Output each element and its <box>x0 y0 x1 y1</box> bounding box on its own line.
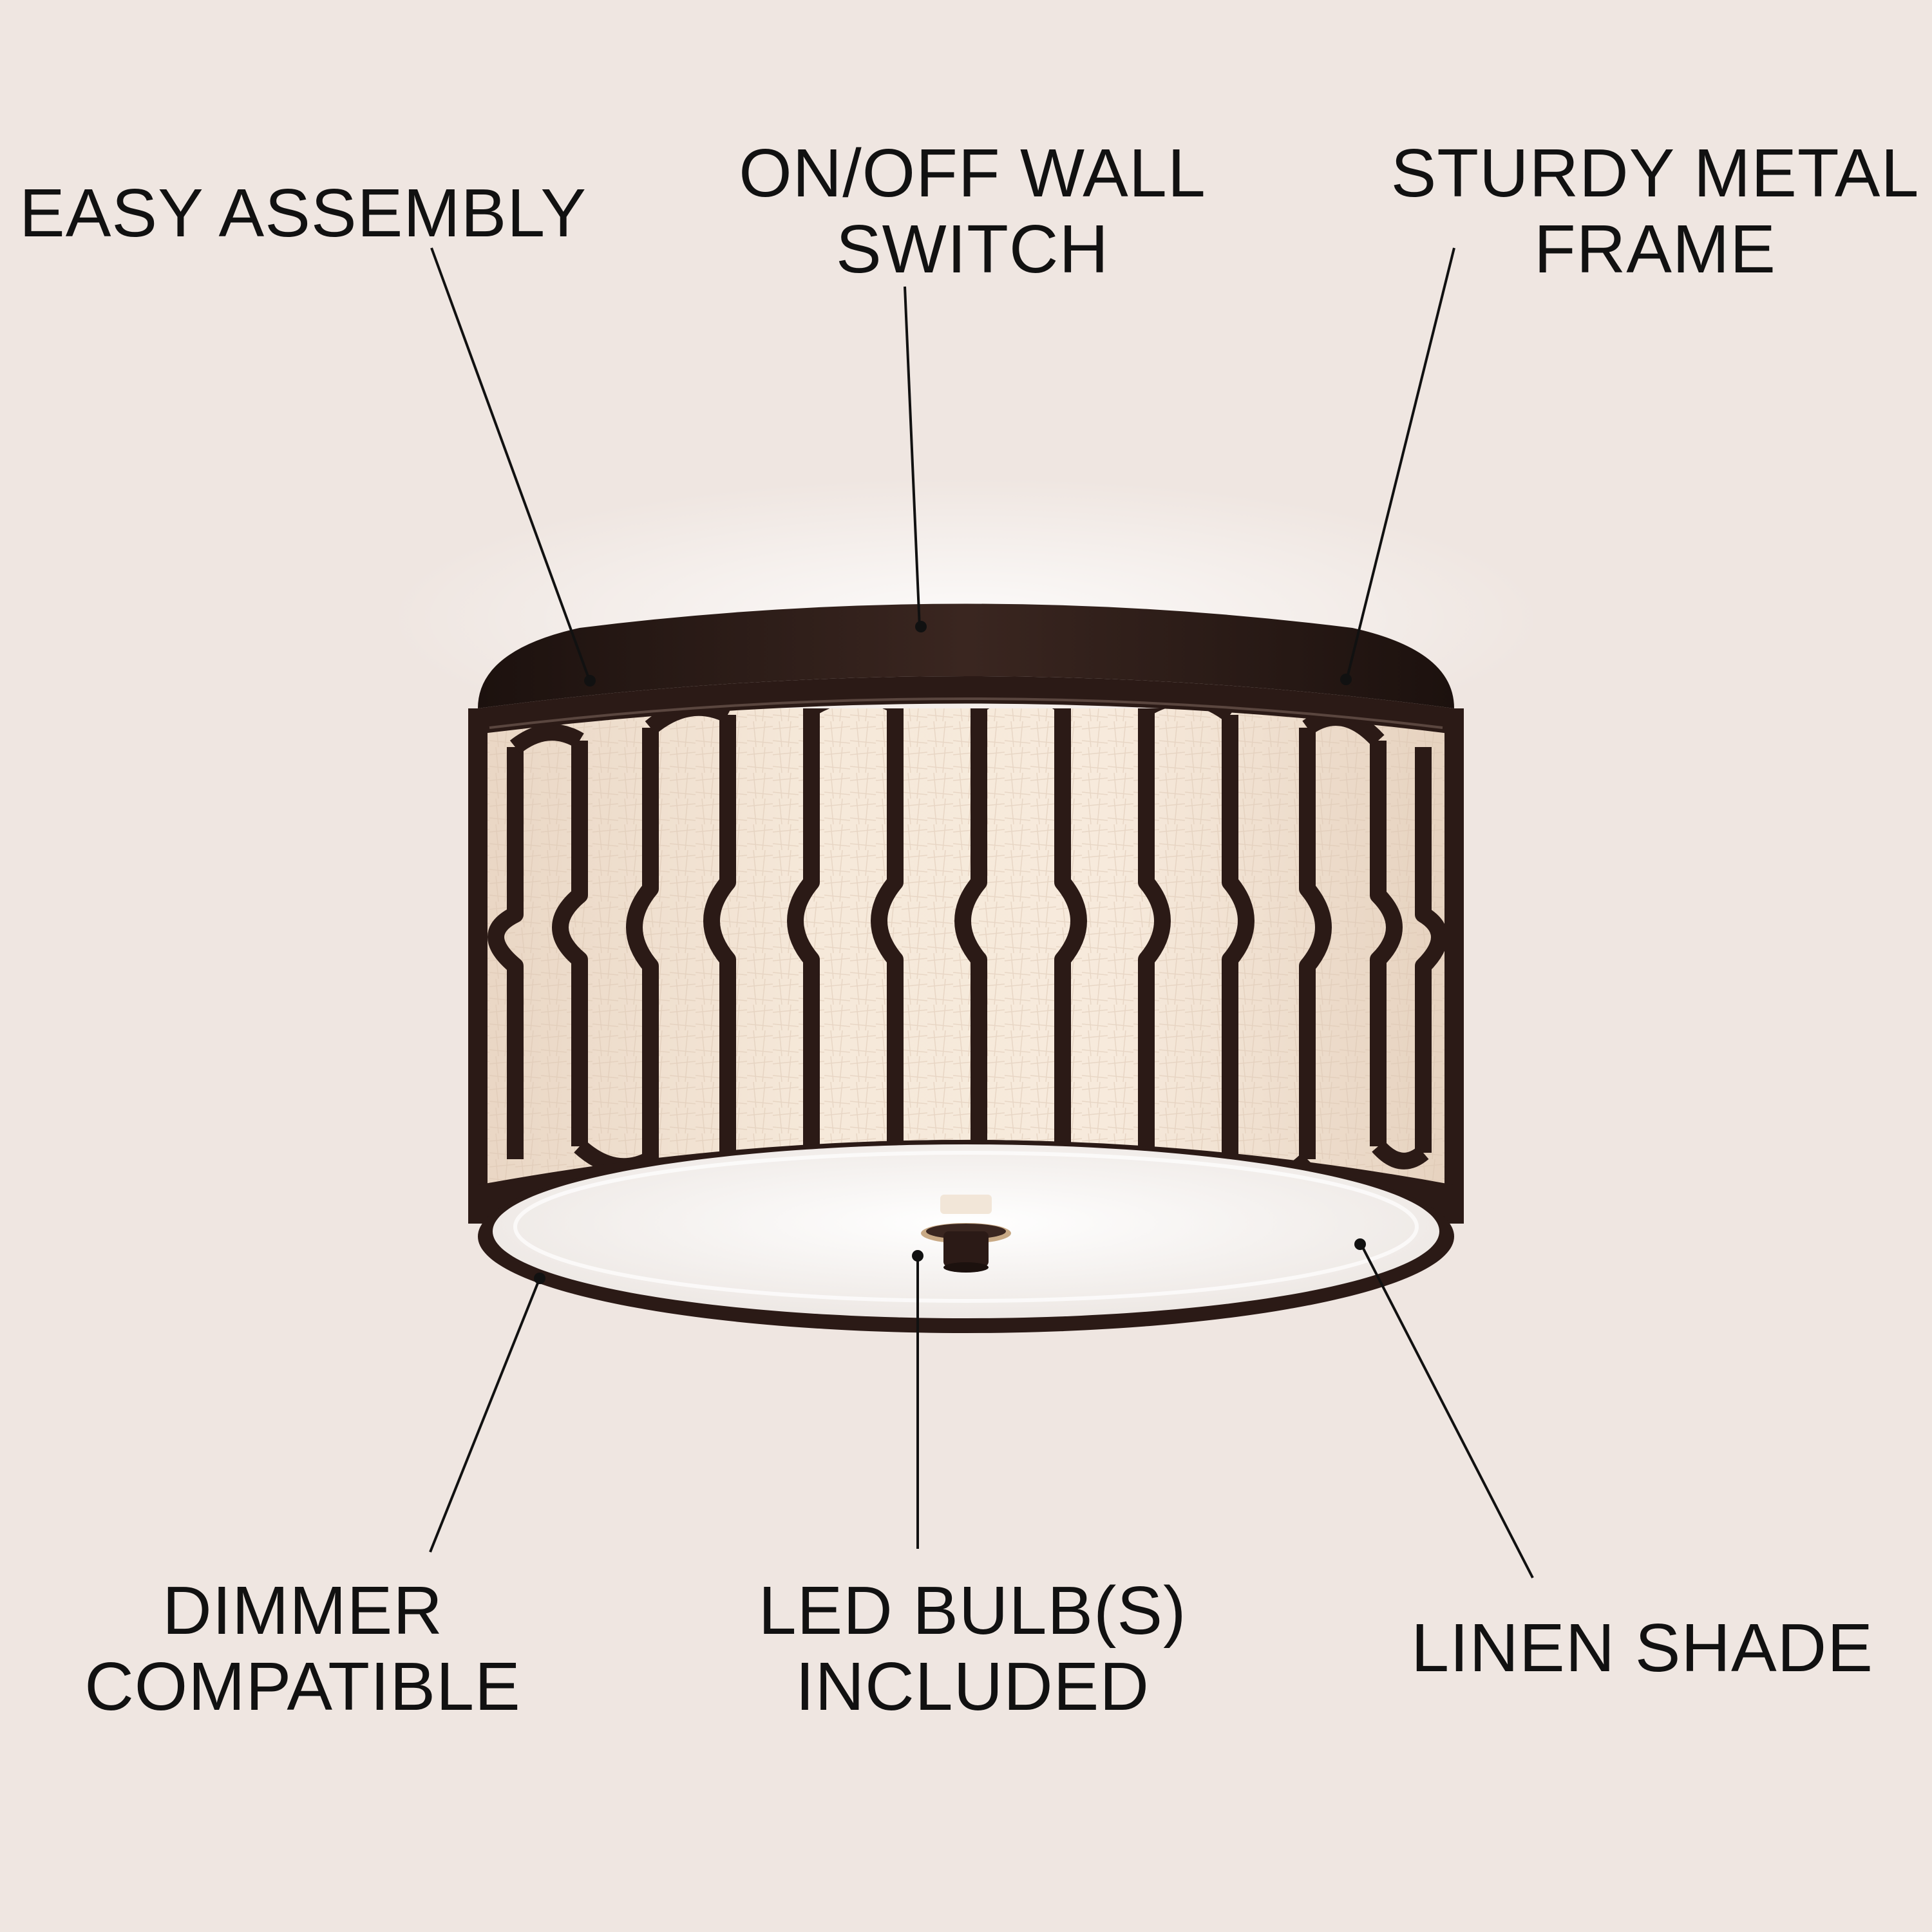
callout-text: DIMMER <box>162 1573 443 1649</box>
callout-text: INCLUDED <box>795 1649 1150 1725</box>
leader-dots <box>534 621 1366 1284</box>
callout-text: ON/OFF WALL <box>739 135 1206 211</box>
callout-text: EASY ASSEMBLY <box>19 175 587 251</box>
callout-on-off-switch: ON/OFF WALL SWITCH <box>715 135 1230 287</box>
leader-lines <box>429 247 1534 1578</box>
callout-text: STURDY METAL <box>1390 135 1920 211</box>
center-finial <box>921 1195 1011 1273</box>
callout-easy-assembly: EASY ASSEMBLY <box>19 175 587 251</box>
callout-led-bulbs: LED BULB(S) INCLUDED <box>708 1573 1236 1725</box>
callout-text: LINEN SHADE <box>1411 1610 1873 1686</box>
callout-text: FRAME <box>1534 211 1776 287</box>
callout-dimmer: DIMMER COMPATIBLE <box>52 1573 554 1725</box>
callout-text: LED BULB(S) <box>758 1573 1187 1649</box>
callout-metal-frame: STURDY METAL FRAME <box>1378 135 1932 287</box>
callout-text: SWITCH <box>835 211 1110 287</box>
callout-linen-shade: LINEN SHADE <box>1365 1610 1919 1686</box>
callout-text: COMPATIBLE <box>84 1649 521 1725</box>
metal-frame-top <box>478 603 1454 734</box>
